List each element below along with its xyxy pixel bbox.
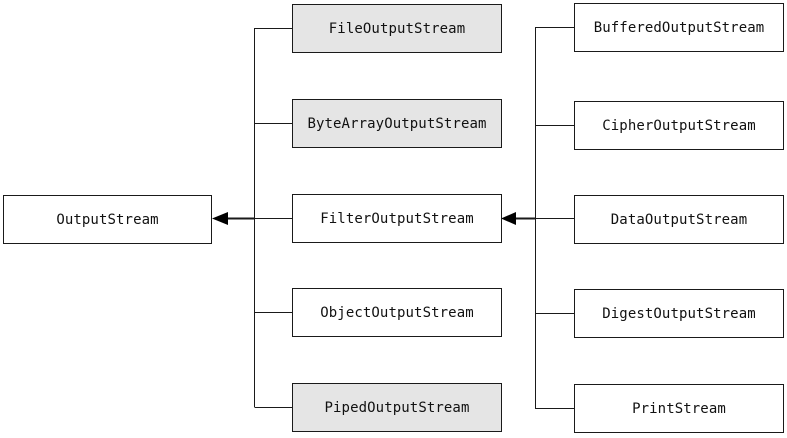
dataoutputstream-box: DataOutputStream [574,195,784,244]
outputstream-box: OutputStream [3,195,212,244]
arrowhead-filter [501,212,516,225]
dataoutputstream-label: DataOutputStream [610,211,748,228]
outputstream-label: OutputStream [56,211,159,228]
cipheroutputstream-label: CipherOutputStream [602,117,756,134]
printstream-box: PrintStream [574,384,784,433]
bytearrayoutputstream-label: ByteArrayOutputStream [307,115,487,132]
pipedoutputstream-box: PipedOutputStream [292,383,502,432]
filteroutputstream-box: FilterOutputStream [292,194,502,243]
arrowhead-root [212,212,228,225]
fileoutputstream-box: FileOutputStream [292,4,502,53]
printstream-label: PrintStream [632,400,726,417]
digestoutputstream-label: DigestOutputStream [602,305,756,322]
pipedoutputstream-label: PipedOutputStream [324,399,470,416]
objectoutputstream-box: ObjectOutputStream [292,288,502,337]
bufferedoutputstream-label: BufferedOutputStream [593,19,765,36]
bufferedoutputstream-box: BufferedOutputStream [574,3,784,52]
fileoutputstream-label: FileOutputStream [328,20,466,37]
bytearrayoutputstream-box: ByteArrayOutputStream [292,99,502,148]
cipheroutputstream-box: CipherOutputStream [574,101,784,150]
filteroutputstream-label: FilterOutputStream [320,210,474,227]
objectoutputstream-label: ObjectOutputStream [320,304,474,321]
digestoutputstream-box: DigestOutputStream [574,289,784,338]
